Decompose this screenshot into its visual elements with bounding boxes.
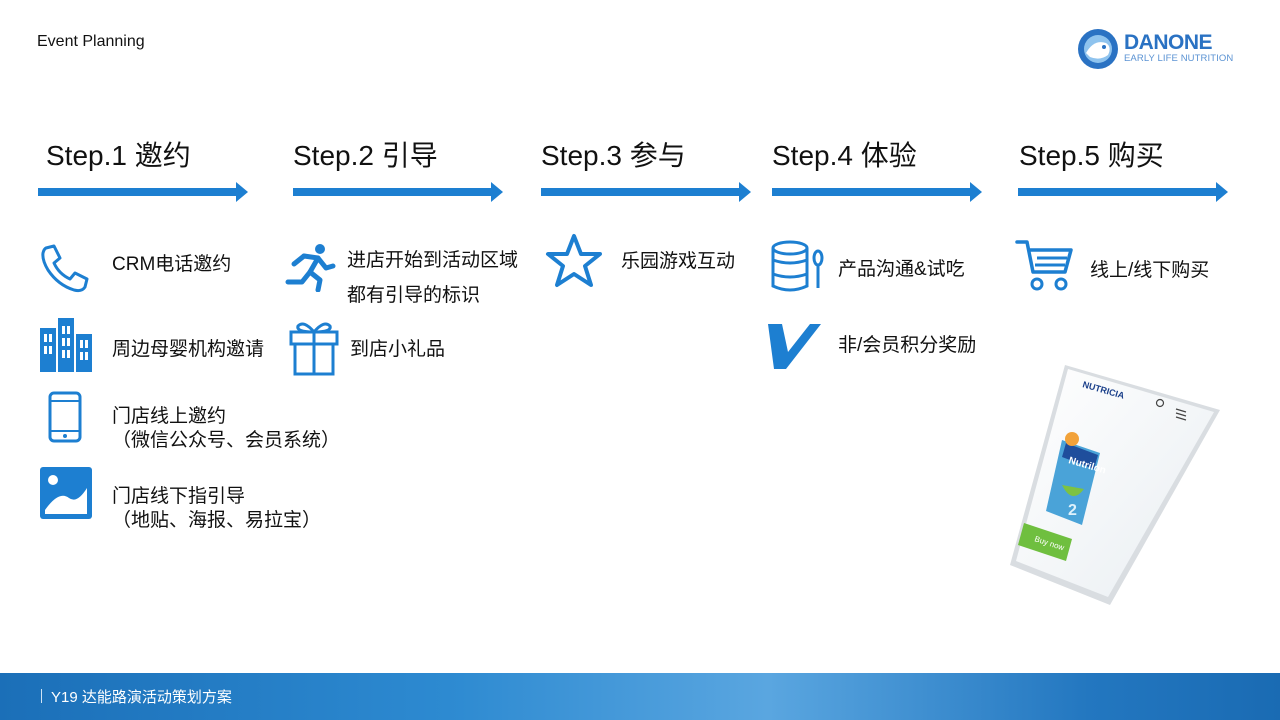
logo-name: DANONE (1124, 31, 1213, 54)
step-1-title: Step.1 邀约 (46, 140, 191, 171)
step-4-title: Step.4 体验 (772, 140, 917, 171)
step-1-item-agency-invite: 周边母婴机构邀请 (112, 339, 265, 360)
star-icon (546, 234, 602, 287)
logo-subtitle: EARLY LIFE NUTRITION (1124, 53, 1234, 64)
footer-divider (41, 689, 42, 703)
step-4-item-tasting: 产品沟通&试吃 (838, 259, 965, 280)
page-title: Event Planning (37, 33, 145, 50)
phone-mockup-image: NUTRICIA Nutrilon 2 Buy now (1010, 365, 1220, 605)
building-icon (40, 318, 92, 372)
step-2-title: Step.2 引导 (293, 140, 438, 171)
poster-image-icon (40, 467, 92, 519)
step-1-item-online-invite: 门店线上邀约 (112, 406, 227, 427)
step-2-item-gift: 到店小礼品 (350, 339, 446, 360)
step-3-item-game: 乐园游戏互动 (621, 251, 736, 272)
step-1-item-offline-guide: 门店线下指引导 (112, 486, 246, 507)
step-5-arrow (1018, 182, 1228, 202)
phone-call-icon (41, 244, 89, 293)
footer-text: Y19 达能路演活动策划方案 (51, 689, 232, 706)
step-4-item-points: 非/会员积分奖励 (838, 335, 977, 356)
step-2-item-guidance: 进店开始到活动区域 (347, 250, 519, 271)
danone-logo: DANONE EARLY LIFE NUTRITION (1076, 27, 1236, 71)
step-3-title: Step.3 参与 (541, 140, 686, 171)
step-2-arrow (293, 182, 503, 202)
phone-stage: 2 (1068, 502, 1077, 519)
gift-icon (289, 322, 339, 376)
step-1-item-online-invite-detail: （微信公众号、会员系统） (112, 430, 341, 451)
v-member-icon (768, 324, 821, 369)
smartphone-icon (48, 391, 82, 443)
footer-bar: Y19 达能路演活动策划方案 (0, 673, 1280, 720)
step-1-arrow (38, 182, 248, 202)
running-person-icon (285, 244, 336, 292)
shopping-cart-icon (1015, 240, 1073, 291)
danone-bird-icon (1078, 29, 1118, 69)
step-1-item-offline-guide-detail: （地贴、海报、易拉宝） (112, 510, 322, 531)
step-3-arrow (541, 182, 751, 202)
step-5-title: Step.5 购买 (1019, 140, 1164, 171)
step-5-item-purchase: 线上/线下购买 (1090, 260, 1210, 281)
formula-can-icon (771, 240, 824, 292)
step-4-arrow (772, 182, 982, 202)
step-1-item-crm-call: CRM电话邀约 (112, 254, 232, 275)
step-2-item-guidance-detail: 都有引导的标识 (347, 285, 481, 306)
